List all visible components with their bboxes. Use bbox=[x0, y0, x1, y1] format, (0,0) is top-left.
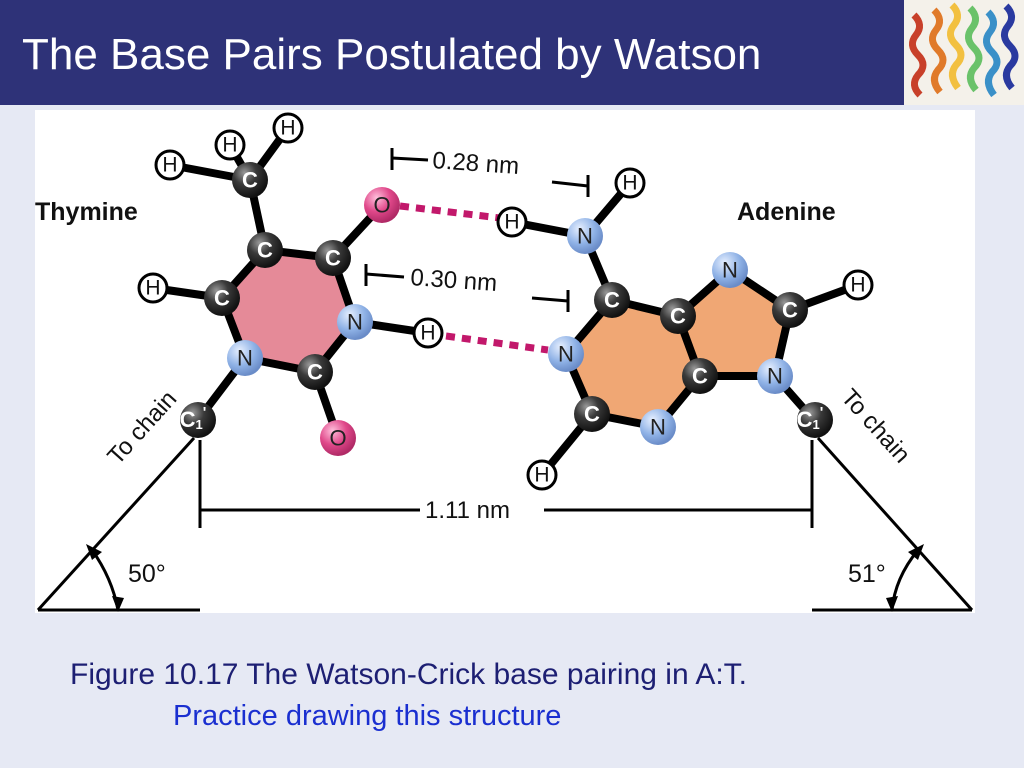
svg-text:C: C bbox=[325, 246, 341, 271]
atom-hydrogen bbox=[214, 129, 246, 161]
atom-hydrogen bbox=[614, 167, 646, 199]
hbond-bottom-distance: 0.30 nm bbox=[410, 264, 498, 297]
svg-text:H: H bbox=[145, 277, 160, 300]
svg-text:C: C bbox=[604, 288, 620, 313]
atom-nitrogen bbox=[548, 336, 584, 372]
atom-nitrogen bbox=[337, 304, 373, 340]
atom-nitrogen bbox=[757, 358, 793, 394]
svg-text:N: N bbox=[347, 310, 363, 335]
title-bar: The Base Pairs Postulated by Watson bbox=[0, 0, 1024, 105]
protein-structure-image bbox=[904, 0, 1024, 105]
svg-text:C: C bbox=[692, 364, 708, 389]
atom-nitrogen bbox=[640, 409, 676, 445]
svg-text:C: C bbox=[782, 298, 798, 323]
atom-carbon bbox=[594, 282, 630, 318]
atom-carbon bbox=[660, 298, 696, 334]
practice-note: Practice drawing this structure bbox=[173, 700, 562, 732]
svg-text:N: N bbox=[722, 258, 738, 283]
c1-distance: 1.11 nm bbox=[425, 497, 510, 524]
svg-text:N: N bbox=[237, 346, 253, 371]
svg-text:H: H bbox=[622, 172, 637, 195]
atom-hydrogen bbox=[137, 272, 169, 304]
svg-text:C: C bbox=[242, 168, 258, 193]
atom-carbon bbox=[247, 232, 283, 268]
adenine-ring bbox=[566, 300, 700, 427]
svg-text:H: H bbox=[162, 154, 177, 177]
measurement-lines bbox=[36, 148, 974, 612]
thymine-ring bbox=[222, 250, 355, 372]
figure-panel bbox=[35, 110, 975, 613]
atom-nitrogen bbox=[227, 340, 263, 376]
hydrogen-bonds bbox=[399, 202, 549, 354]
svg-text:H: H bbox=[534, 464, 549, 487]
svg-text:N: N bbox=[577, 224, 593, 249]
svg-text:H: H bbox=[420, 322, 435, 345]
svg-text:H: H bbox=[850, 274, 865, 297]
atom-c1-prime bbox=[180, 402, 216, 438]
atom-oxygen bbox=[364, 187, 400, 223]
svg-text:N: N bbox=[650, 415, 666, 440]
thymine-atoms: C H H H C C O C H N H N C O C1' bbox=[137, 112, 444, 456]
atom-nitrogen bbox=[712, 252, 748, 288]
figure-caption: Figure 10.17 The Watson-Crick base pairi… bbox=[70, 658, 747, 691]
adenine-atoms: H H N C N C H C N C N C N H C1' bbox=[496, 167, 874, 491]
right-angle: 51° bbox=[848, 560, 886, 588]
left-angle: 50° bbox=[128, 560, 166, 588]
atom-hydrogen bbox=[412, 317, 444, 349]
svg-text:C: C bbox=[584, 402, 600, 427]
adenine-label: Adenine bbox=[737, 198, 836, 226]
svg-text:C: C bbox=[307, 360, 323, 385]
angle-arrowheads bbox=[86, 544, 924, 612]
svg-text:O: O bbox=[373, 193, 390, 218]
thymine-label: Thymine bbox=[35, 198, 138, 226]
hbond-top-distance: 0.28 nm bbox=[432, 147, 520, 180]
svg-text:H: H bbox=[222, 134, 237, 157]
svg-text:H: H bbox=[280, 117, 295, 140]
left-chain-label: To chain bbox=[102, 386, 182, 470]
svg-text:C1': C1' bbox=[180, 404, 207, 432]
atom-carbon bbox=[297, 354, 333, 390]
svg-text:C: C bbox=[214, 286, 230, 311]
atom-carbon bbox=[682, 358, 718, 394]
svg-text:N: N bbox=[558, 342, 574, 367]
atom-hydrogen bbox=[154, 149, 186, 181]
svg-text:H: H bbox=[504, 211, 519, 234]
atom-hydrogen bbox=[272, 112, 304, 144]
atom-c1-prime bbox=[797, 402, 833, 438]
atom-hydrogen bbox=[496, 206, 528, 238]
atom-oxygen bbox=[320, 420, 356, 456]
slide-title: The Base Pairs Postulated by Watson bbox=[22, 30, 762, 79]
atom-carbon bbox=[204, 280, 240, 316]
atom-hydrogen bbox=[842, 269, 874, 301]
svg-text:C: C bbox=[257, 238, 273, 263]
atom-carbon bbox=[574, 396, 610, 432]
right-chain-label: To chain bbox=[836, 384, 916, 468]
atom-hydrogen bbox=[526, 459, 558, 491]
atom-carbon bbox=[315, 240, 351, 276]
atom-nitrogen bbox=[567, 218, 603, 254]
svg-text:C: C bbox=[670, 304, 686, 329]
svg-text:C1': C1' bbox=[797, 404, 824, 432]
svg-text:N: N bbox=[767, 364, 783, 389]
atom-carbon bbox=[232, 162, 268, 198]
svg-text:O: O bbox=[329, 426, 346, 451]
atom-carbon bbox=[772, 292, 808, 328]
